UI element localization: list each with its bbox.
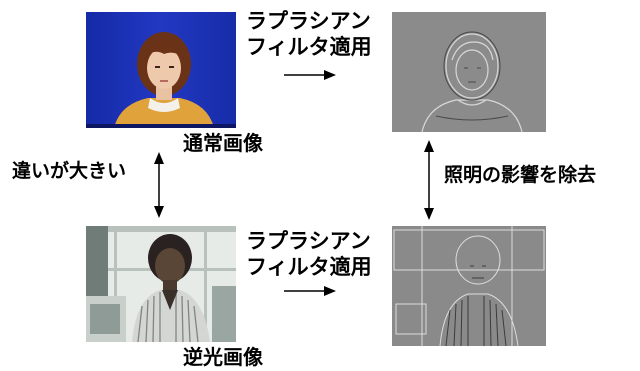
bottom-filter-arrow bbox=[284, 286, 336, 296]
filtered-backlit-image bbox=[392, 226, 546, 346]
backlit-image-figure bbox=[86, 226, 236, 342]
normal-image-figure bbox=[86, 12, 236, 128]
top-filter-label-line1: ラプラシアン bbox=[246, 9, 371, 33]
filtered-normal-figure bbox=[392, 12, 546, 132]
left-compare-arrow bbox=[154, 152, 164, 218]
bottom-filter-label-line2: フィルタ適用 bbox=[246, 255, 372, 279]
normal-image-caption: 通常画像 bbox=[183, 131, 263, 155]
top-filter-arrow bbox=[284, 70, 336, 80]
backlit-image bbox=[86, 226, 236, 342]
left-difference-note: 違いが大きい bbox=[12, 160, 127, 182]
filtered-normal-image bbox=[392, 12, 546, 132]
bottom-filter-label-line1: ラプラシアン bbox=[246, 229, 371, 253]
filtered-backlit-figure bbox=[392, 226, 546, 346]
backlit-image-caption: 逆光画像 bbox=[183, 345, 263, 369]
normal-image bbox=[86, 12, 236, 128]
right-compare-arrow bbox=[424, 140, 434, 220]
right-effect-note: 照明の影響を除去 bbox=[444, 164, 597, 186]
top-filter-label-line2: フィルタ適用 bbox=[246, 35, 372, 59]
